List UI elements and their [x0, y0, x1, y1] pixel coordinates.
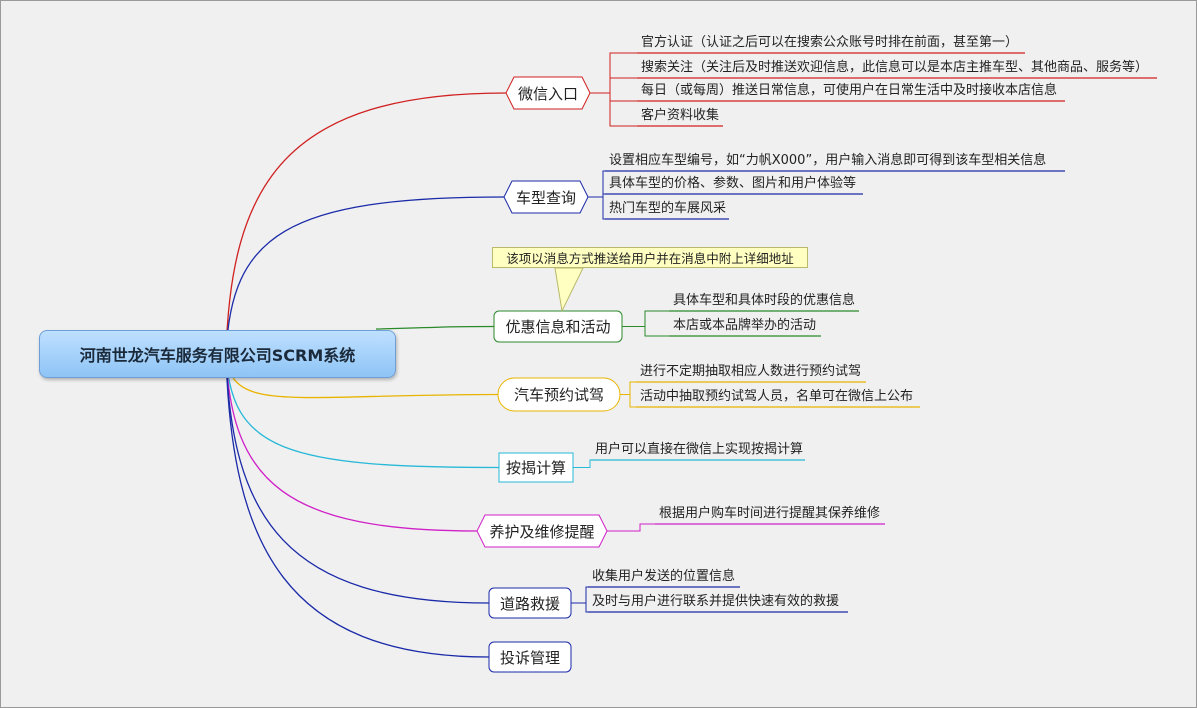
- leaf-item-test_drive[interactable]: 进行不定期抽取相应人数进行预约试驾: [640, 364, 862, 379]
- leaf-item-wechat[interactable]: 客户资料收集: [641, 108, 720, 123]
- leaf-connector: [620, 394, 636, 408]
- leaf-connector: [620, 381, 636, 395]
- leaf-connector: [590, 52, 637, 94]
- branch-connector-rescue: [225, 353, 490, 604]
- leaf-item-model_query[interactable]: 具体车型的价格、参数、图片和用户体验等: [609, 176, 857, 191]
- branch-node-promotion[interactable]: 优惠信息和活动: [505, 318, 611, 336]
- leaf-connector: [622, 326, 669, 337]
- leaf-item-rescue[interactable]: 收集用户发送的位置信息: [592, 569, 736, 584]
- leaf-connector: [607, 523, 655, 532]
- leaf-connector: [590, 92, 637, 127]
- branch-node-model_query[interactable]: 车型查询: [515, 188, 576, 207]
- branch-node-rescue[interactable]: 道路救援: [499, 594, 560, 613]
- leaf-item-model_query[interactable]: 设置相应车型编号，如“力帆X000”，用户输入消息即可得到该车型相关信息: [609, 153, 1047, 168]
- leaf-connector: [590, 77, 637, 94]
- leaf-item-rescue[interactable]: 及时与用户进行联系并提供快速有效的救援: [592, 594, 840, 609]
- branch-node-shape-wechat: [505, 76, 591, 110]
- branch-node-maintenance[interactable]: 养护及维修提醒: [489, 522, 595, 541]
- leaf-item-model_query[interactable]: 热门车型的车展风采: [609, 201, 727, 216]
- branch-node-mortgage[interactable]: 按揭计算: [505, 459, 566, 477]
- branch-node-shape-mortgage: [498, 452, 574, 483]
- branch-node-test_drive[interactable]: 汽车预约试驾: [513, 386, 604, 404]
- leaf-item-promotion[interactable]: 具体车型和具体时段的优惠信息: [673, 293, 856, 308]
- branch-connector-mortgage: [225, 353, 500, 469]
- branch-connector-model_query: [225, 196, 505, 355]
- branch-node-shape-model_query: [503, 180, 589, 214]
- branch-connector-promotion: [375, 325, 495, 330]
- leaf-connector: [571, 586, 588, 604]
- leaf-item-test_drive[interactable]: 活动中抽取预约试驾人员，名单可在微信上公布: [640, 389, 914, 404]
- branch-node-shape-maintenance: [476, 514, 608, 548]
- central-topic[interactable]: 河南世龙汽车服务有限公司SCRM系统: [39, 330, 396, 378]
- leaf-connector: [588, 196, 605, 220]
- branch-connector-wechat: [225, 92, 507, 355]
- branch-node-shape-complaint: [488, 641, 572, 673]
- leaf-connector: [571, 602, 588, 613]
- branch-connector-complaint: [225, 353, 490, 658]
- leaf-connector: [573, 459, 591, 468]
- branch-connector-maintenance: [225, 353, 478, 532]
- leaf-connector: [590, 92, 637, 102]
- callout-note[interactable]: 该项以消息方式推送给用户并在消息中附上详细地址: [492, 247, 808, 268]
- branch-node-wechat[interactable]: 微信入口: [517, 84, 578, 103]
- callout-pointer: [554, 267, 584, 313]
- leaf-item-mortgage[interactable]: 用户可以直接在微信上实现按揭计算: [595, 442, 804, 457]
- leaf-connector: [588, 170, 605, 198]
- leaf-connector: [622, 310, 669, 327]
- leaf-item-maintenance[interactable]: 根据用户购车时间进行提醒其保养维修: [659, 506, 881, 521]
- leaf-item-wechat[interactable]: 搜索关注（关注后及时推送欢迎信息，此信息可以是本店主推车型、其他商品、服务等）: [641, 60, 1149, 75]
- leaf-item-wechat[interactable]: 每日（或每周）推送日常信息，可使用户在日常生活中及时接收本店信息: [641, 83, 1058, 98]
- leaf-item-promotion[interactable]: 本店或本品牌举办的活动: [673, 318, 817, 333]
- leaf-item-wechat[interactable]: 官方认证（认证之后可以在搜索公众账号时排在前面，甚至第一）: [641, 35, 1019, 50]
- branch-node-complaint[interactable]: 投诉管理: [499, 648, 560, 667]
